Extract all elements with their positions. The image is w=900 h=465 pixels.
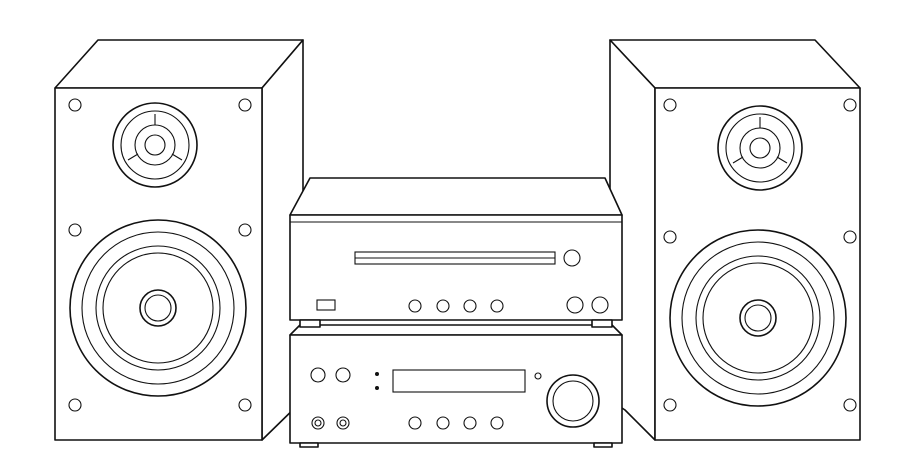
woofer — [69, 219, 247, 397]
knob — [310, 367, 326, 383]
amplifier — [289, 324, 623, 448]
knob — [335, 367, 351, 383]
woofer — [669, 229, 847, 407]
input-jack — [339, 419, 347, 427]
volume-knob — [546, 374, 600, 428]
tweeter — [112, 102, 198, 188]
headphone-jack — [314, 419, 322, 427]
led — [375, 372, 379, 376]
cd-buttons — [408, 299, 504, 313]
screws — [68, 98, 252, 412]
left-speaker — [54, 39, 304, 441]
usb-port — [316, 299, 336, 311]
led — [375, 386, 379, 390]
screws — [663, 98, 857, 412]
right-speaker — [609, 39, 861, 441]
eject-button — [563, 249, 581, 267]
cd-player — [289, 177, 623, 328]
display — [392, 369, 526, 393]
amp-buttons — [408, 416, 504, 430]
tweeter — [717, 105, 803, 191]
